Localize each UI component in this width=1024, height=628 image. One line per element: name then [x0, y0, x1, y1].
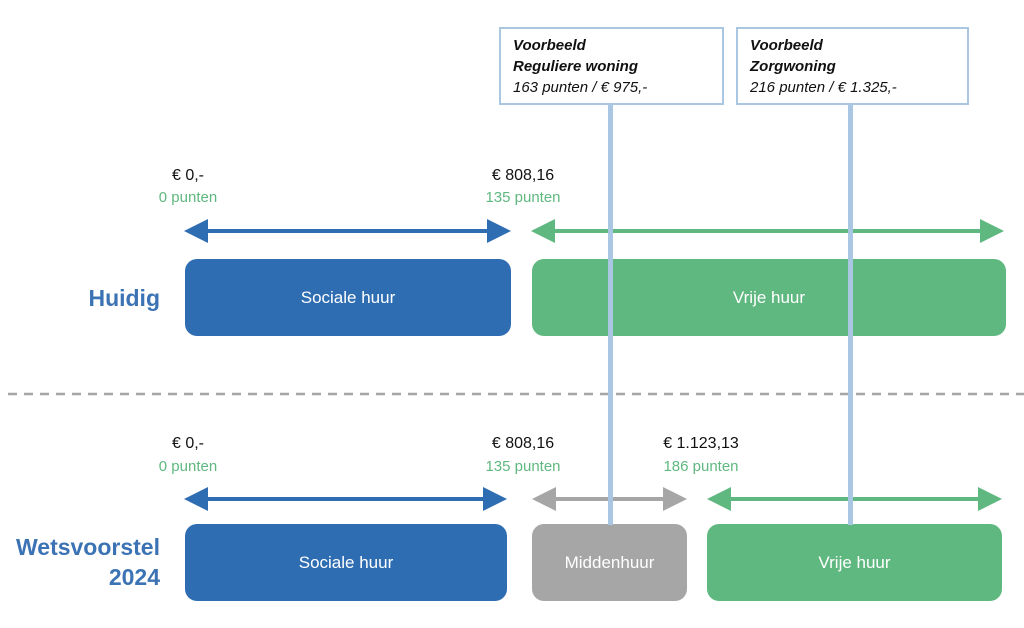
proposal-threshold-2-points: 186 punten	[663, 458, 739, 475]
example-regular-title1: Voorbeeld	[513, 37, 586, 54]
proposal-social-segment: Sociale huur	[185, 524, 507, 601]
current-free-label: Vrije huur	[732, 287, 806, 307]
current-threshold-0-amount: € 0,-	[171, 167, 204, 184]
example-regular-marker-line	[608, 104, 613, 525]
current-social-segment: Sociale huur	[185, 259, 511, 336]
proposal-threshold-0-amount: € 0,-	[171, 435, 204, 452]
current-free-segment: Vrije huur	[532, 259, 1006, 336]
proposal-free-label: Vrije huur	[818, 552, 891, 572]
current-threshold-0-points: 0 punten	[158, 189, 218, 206]
proposal-threshold-0-points: 0 punten	[158, 458, 218, 475]
current-social-label: Sociale huur	[300, 287, 396, 307]
proposal-row-title-line2: 2024	[108, 564, 160, 590]
proposal-threshold-1-points: 135 punten	[485, 458, 561, 475]
proposal-middle-segment: Middenhuur	[532, 524, 687, 601]
example-care-title1: Voorbeeld	[750, 37, 823, 54]
proposal-row-title: Wetsvoorstel 2024	[0, 532, 160, 592]
current-threshold-1-amount: € 808,16	[491, 167, 555, 184]
proposal-threshold-2-amount: € 1.123,13	[663, 435, 739, 452]
example-care-title2: Zorgwoning	[750, 58, 836, 75]
proposal-social-label: Sociale huur	[298, 552, 394, 572]
example-care-callout: Voorbeeld Zorgwoning 216 punten / € 1.32…	[736, 27, 969, 105]
example-regular-callout: Voorbeeld Reguliere woning 163 punten / …	[499, 27, 724, 105]
example-regular-title2: Reguliere woning	[513, 58, 639, 75]
proposal-free-segment: Vrije huur	[707, 524, 1002, 601]
proposal-threshold-1-amount: € 808,16	[491, 435, 555, 452]
example-regular-detail: 163 punten / € 975,-	[513, 79, 648, 96]
current-row-title: Huidig	[88, 285, 160, 311]
example-care-marker-line	[848, 104, 853, 525]
proposal-middle-label: Middenhuur	[564, 552, 655, 572]
example-care-detail: 216 punten / € 1.325,-	[750, 79, 897, 96]
current-threshold-1-points: 135 punten	[485, 189, 561, 206]
proposal-row-title-line1: Wetsvoorstel	[15, 534, 160, 560]
